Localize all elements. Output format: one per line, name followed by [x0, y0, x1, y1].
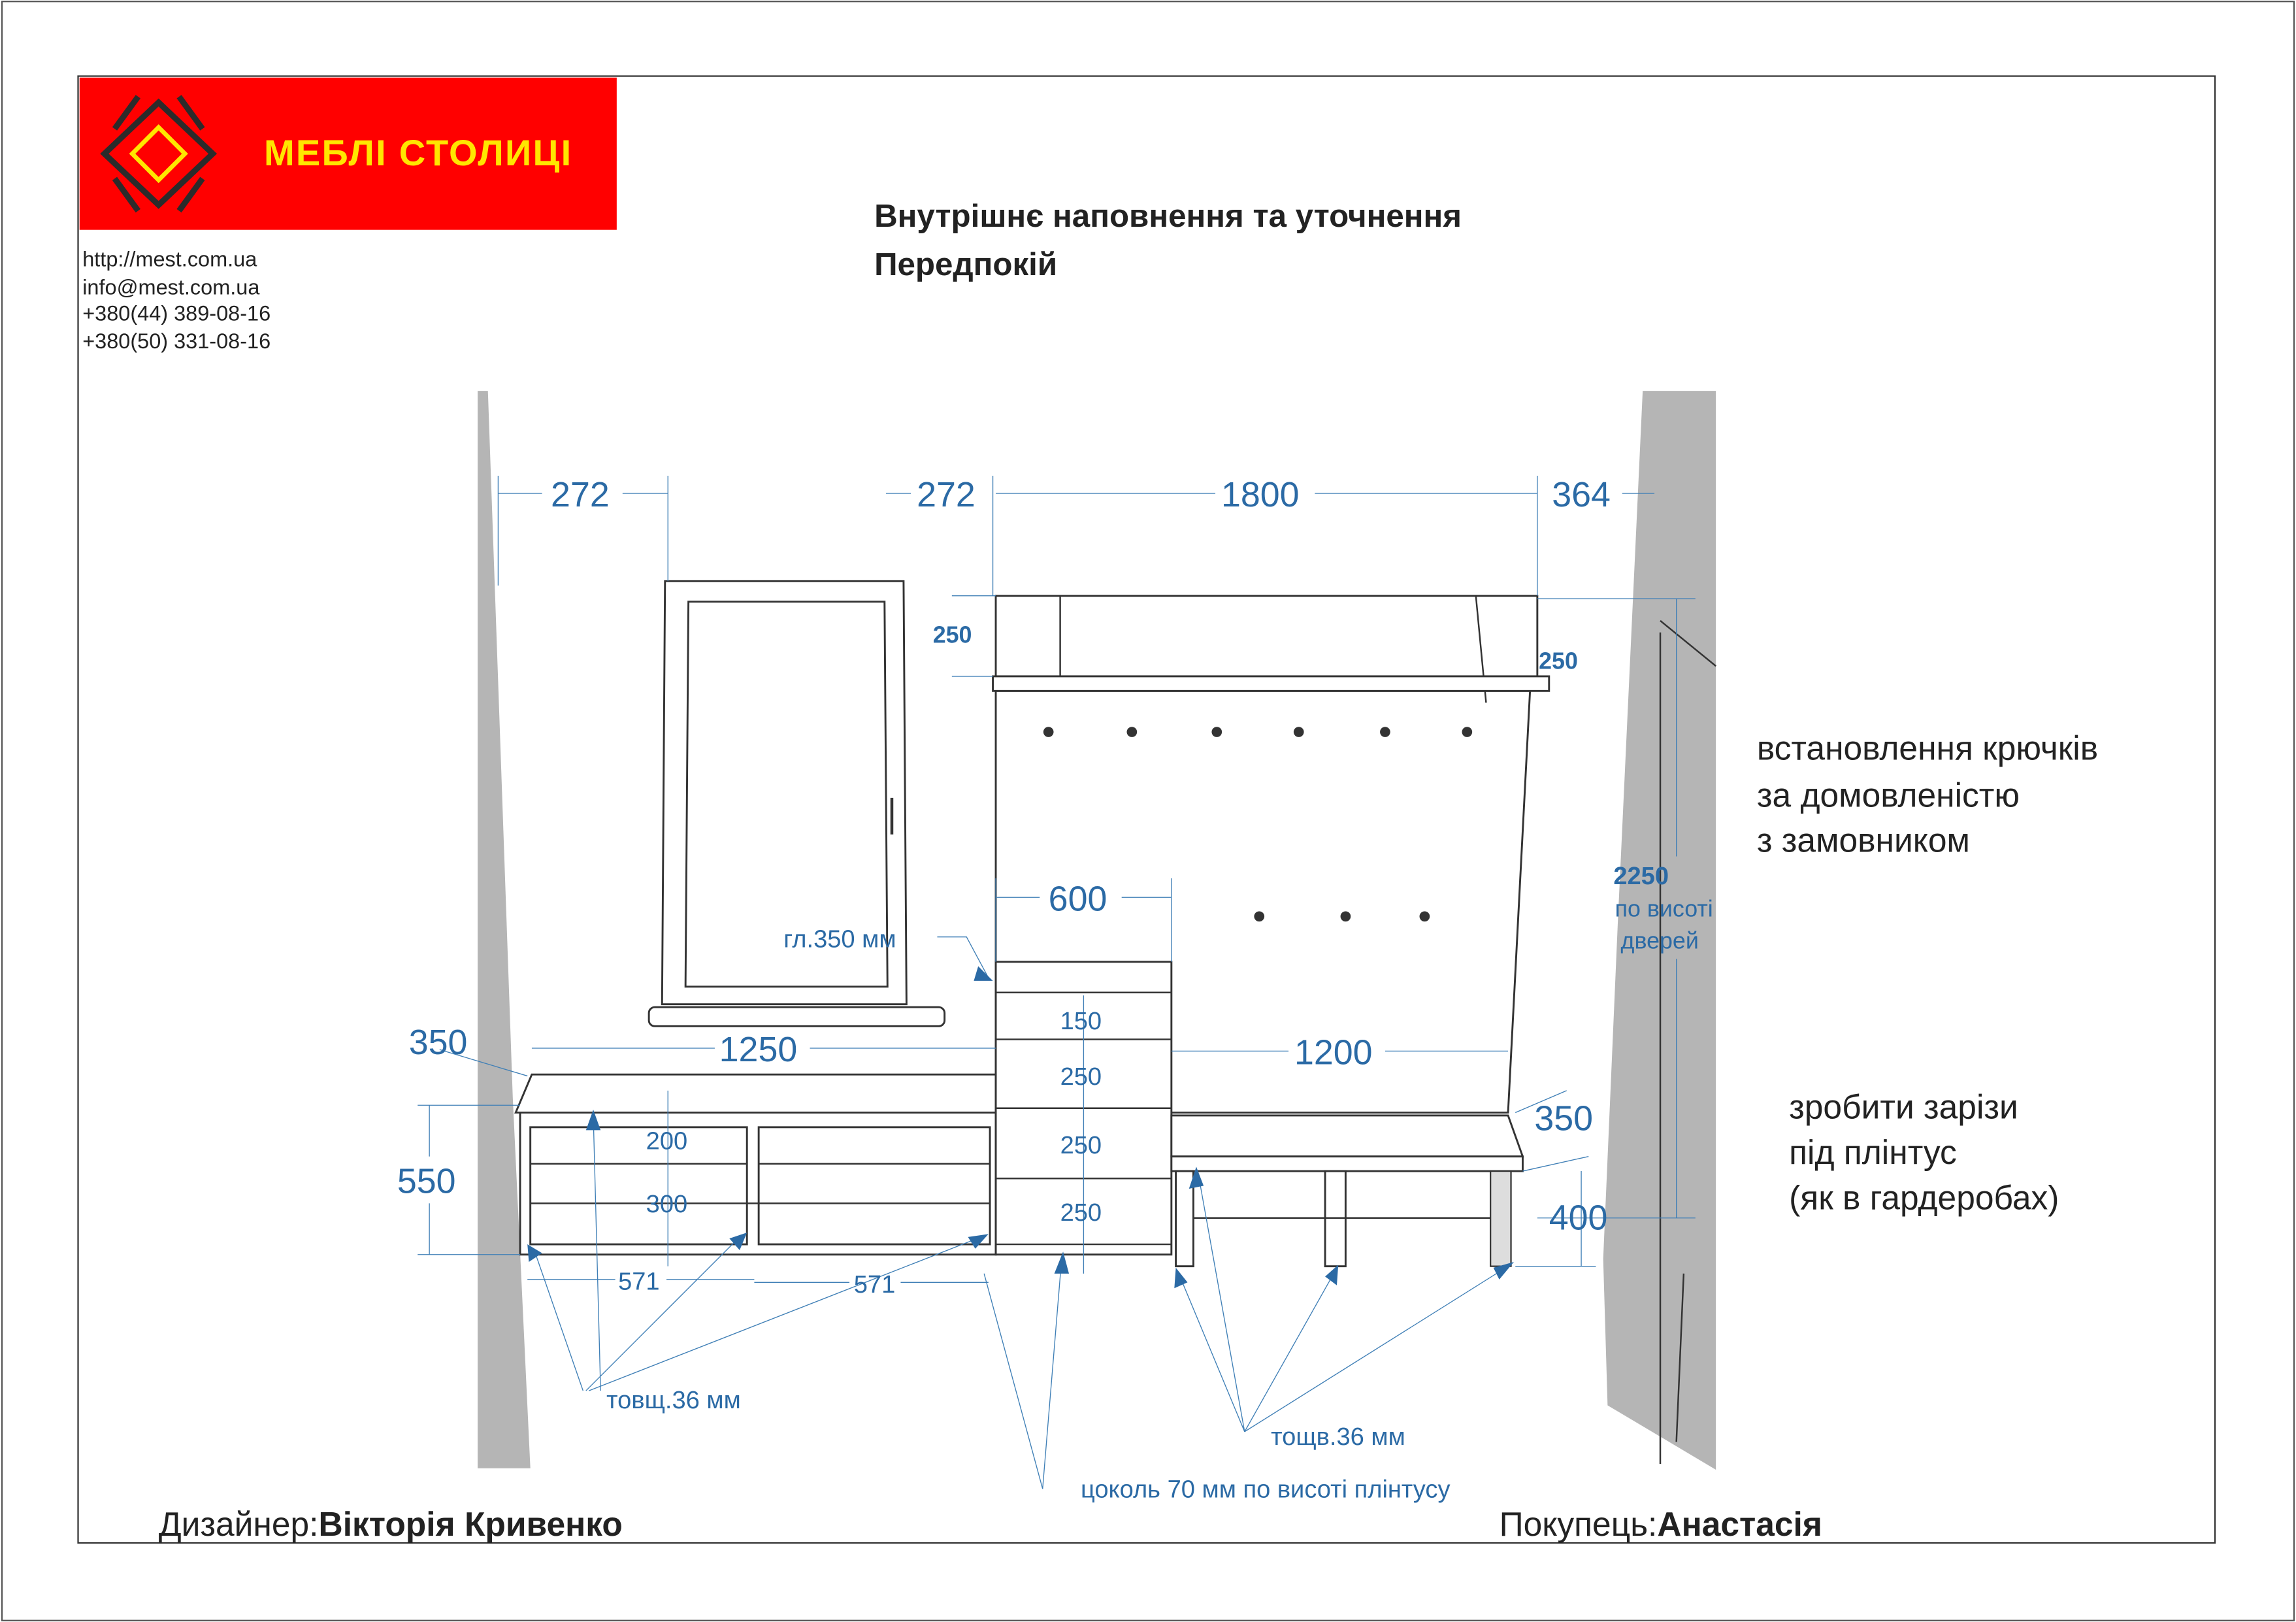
svg-text:дверей: дверей — [1621, 928, 1699, 954]
svg-text:272: 272 — [917, 475, 976, 514]
hook-icon — [1462, 727, 1473, 737]
hooks — [1043, 727, 1473, 922]
svg-text:364: 364 — [1552, 475, 1611, 514]
mirror — [648, 580, 946, 1027]
arrow-icon — [1174, 1267, 1188, 1289]
svg-text:по висоті: по висоті — [1615, 895, 1713, 921]
dimension-lines — [418, 476, 1696, 1283]
contacts: http://mest.com.ua info@mest.com.ua +380… — [82, 248, 271, 353]
svg-text:250: 250 — [1060, 1199, 1102, 1227]
svg-text:571: 571 — [854, 1271, 896, 1299]
brand-logo: МЕБЛІ СТОЛИЦІ — [79, 77, 617, 230]
plinth-callout: цоколь 70 мм по висоті плінтусу — [1081, 1476, 1451, 1504]
phone-2: +380(50) 331-08-16 — [82, 329, 271, 353]
svg-text:350: 350 — [1534, 1099, 1593, 1138]
svg-text:250: 250 — [933, 621, 972, 648]
arrow-icon — [585, 1109, 601, 1131]
hook-icon — [1293, 727, 1304, 737]
svg-text:272: 272 — [551, 475, 610, 514]
arrow-icon — [968, 1234, 989, 1249]
arrow-icon — [974, 966, 993, 981]
designer-line: Дизайнер:Вікторія Кривенко — [159, 1505, 623, 1543]
title-line-2: Передпокій — [874, 246, 1057, 282]
svg-text:1800: 1800 — [1221, 475, 1300, 514]
title-line-1: Внутрішнє наповнення та уточнення — [874, 198, 1462, 234]
website-link[interactable]: http://mest.com.ua — [82, 248, 257, 271]
email-link[interactable]: info@mest.com.ua — [82, 275, 260, 299]
notes: встановлення крючків за домовленістю з з… — [1757, 729, 2098, 1217]
arrow-icon — [1325, 1265, 1339, 1285]
arrow-icon — [1054, 1251, 1070, 1274]
svg-text:під плінтус: під плінтус — [1789, 1133, 1957, 1171]
svg-text:250: 250 — [1539, 648, 1578, 674]
svg-text:550: 550 — [397, 1162, 456, 1201]
arrow-icon — [729, 1233, 747, 1251]
svg-text:400: 400 — [1549, 1199, 1608, 1238]
svg-text:1200: 1200 — [1294, 1033, 1373, 1072]
svg-text:за домовленістю: за домовленістю — [1757, 776, 2020, 814]
hook-icon — [1419, 911, 1430, 922]
svg-text:(як в гардеробах): (як в гардеробах) — [1789, 1178, 2059, 1216]
svg-text:571: 571 — [618, 1268, 660, 1296]
arrow-icon — [527, 1244, 542, 1262]
svg-text:1250: 1250 — [719, 1030, 798, 1069]
inner-frame — [77, 75, 2216, 1544]
left-wall — [478, 391, 531, 1468]
right-bench — [1170, 1114, 1524, 1268]
hook-icon — [1126, 727, 1138, 737]
svg-text:зробити зарізи: зробити зарізи — [1789, 1087, 2018, 1125]
callout-arrows — [527, 966, 1515, 1289]
svg-text:300: 300 — [646, 1191, 688, 1218]
svg-text:гл.350 мм: гл.350 мм — [783, 925, 896, 953]
callout-leaders — [534, 936, 1509, 1489]
svg-text:250: 250 — [1060, 1132, 1102, 1159]
hook-icon — [1043, 727, 1054, 737]
svg-text:150: 150 — [1060, 1008, 1102, 1035]
hook-icon — [1254, 911, 1265, 922]
svg-text:2250: 2250 — [1613, 863, 1669, 890]
hook-icon — [1340, 911, 1351, 922]
svg-text:600: 600 — [1049, 879, 1107, 918]
svg-text:250: 250 — [1060, 1063, 1102, 1091]
arrow-icon — [1493, 1261, 1515, 1280]
svg-text:з замовником: з замовником — [1757, 821, 1970, 859]
brand-name: МЕБЛІ СТОЛИЦІ — [264, 132, 572, 173]
svg-text:200: 200 — [646, 1127, 688, 1155]
dimension-labels: 272 272 1800 364 250 250 600 гл.350 мм 1… — [397, 475, 1713, 1504]
svg-text:встановлення крючків: встановлення крючків — [1757, 729, 2098, 767]
thickness-callout-left: товщ.36 мм — [606, 1387, 741, 1414]
arrow-icon — [1189, 1167, 1204, 1189]
phone-1: +380(44) 389-08-16 — [82, 302, 271, 325]
hook-icon — [1211, 727, 1222, 737]
thickness-callout-right: тощв.36 мм — [1271, 1423, 1405, 1451]
customer-line: Покупець:Анастасія — [1500, 1505, 1822, 1543]
left-bench — [514, 1073, 997, 1256]
svg-text:350: 350 — [409, 1023, 468, 1062]
hook-icon — [1380, 727, 1390, 737]
